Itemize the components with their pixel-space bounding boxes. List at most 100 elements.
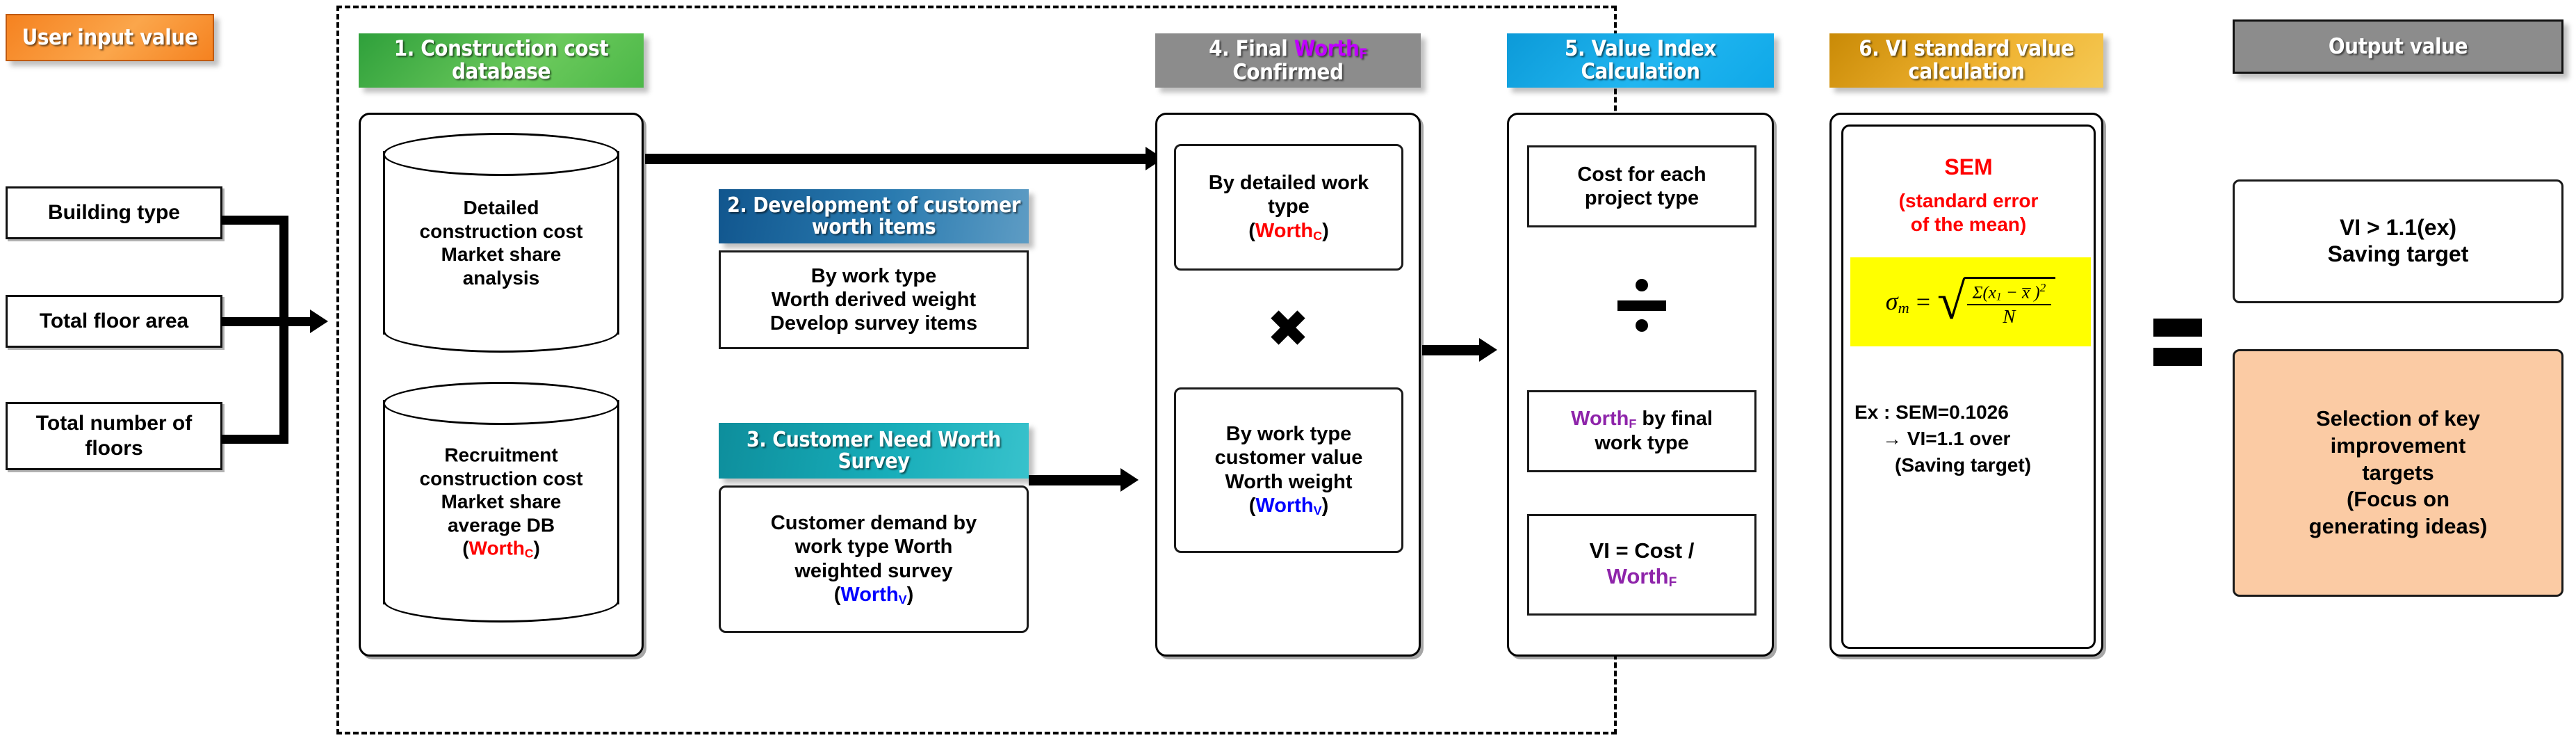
- divide-bar: [1617, 300, 1666, 311]
- stage-5-body: Cost for each project type WorthF by fin…: [1507, 113, 1774, 657]
- input-field-total-floor-area[interactable]: Total floor area: [6, 295, 222, 348]
- stage-2-header-label: 2. Development of customer worth items: [727, 193, 1020, 239]
- user-input-header: User input value: [6, 14, 214, 61]
- stage-3-line-1: Customer demand by: [770, 512, 977, 535]
- equals-symbol: =: [1916, 288, 1930, 316]
- stage-6-inner-frame: SEM (standard error of the mean) σm = √ …: [1841, 124, 2096, 649]
- fraction-denominator: N: [2003, 306, 2016, 328]
- output-target-line5: generating ideas): [2308, 514, 2488, 539]
- divide-dot-bottom: [1636, 319, 1648, 332]
- cylinder-top-ellipse: [383, 133, 619, 176]
- stage-1-body: Detailed construction cost Market share …: [359, 113, 644, 657]
- stage-3-body: Customer demand by work type Worth weigh…: [719, 485, 1029, 633]
- worth-v-label: Worth: [840, 583, 899, 606]
- cylinder-body: [383, 151, 619, 335]
- arrow-db-to-stage4-line: [645, 154, 1152, 164]
- arrow-stage4-to-stage5-line: [1422, 345, 1485, 355]
- stage-2-header: 2. Development of customer worth items: [719, 189, 1029, 243]
- radical-symbol: √: [1937, 273, 1966, 330]
- worth-v-subscript: V: [898, 592, 907, 607]
- equals-bar-top: [2153, 319, 2202, 337]
- stage-4-worth-subscript: F: [1359, 45, 1368, 62]
- stage-4-box-detailed-work-type: By detailed work type (WorthC): [1174, 144, 1403, 271]
- stage-2-line-3: Develop survey items: [769, 312, 978, 335]
- stage-3-line-3: weighted survey: [794, 559, 953, 582]
- input-field-total-number-of-floors[interactable]: Total number of floors: [6, 402, 222, 470]
- square-root: √ Σ(x1 − x̅ )2 N: [1937, 273, 2056, 330]
- database-recruitment-cost-label: Recruitment construction cost Market sha…: [387, 443, 615, 561]
- input-bracket-mid: [221, 317, 311, 326]
- stage-4-box2-line2: customer value: [1214, 447, 1363, 469]
- output-target-line3: targets: [2362, 460, 2434, 485]
- cylinder-top-ellipse: [383, 382, 619, 425]
- input-label-total-number-of-floors: Total number of floors: [35, 412, 193, 460]
- stage-4-worth-label: Worth: [1294, 35, 1360, 61]
- sem-example-line2: → VI=1.1 over: [1882, 427, 2011, 449]
- arrow-stage3-to-stage4-line: [1029, 475, 1127, 485]
- input-bracket-spine: [279, 216, 288, 444]
- stage-5-worth-line2: work type: [1595, 432, 1689, 455]
- arrow-stage3-to-stage4-head: [1120, 468, 1139, 492]
- worth-v-tag: (WorthV): [1248, 494, 1329, 517]
- stage-5-cost-line1: Cost for each: [1577, 163, 1706, 186]
- stage-4-body: By detailed work type (WorthC) ✖ By work…: [1155, 113, 1421, 657]
- stage-6-header-label: 6. VI standard value calculation: [1859, 36, 2074, 84]
- worth-c-label: Worth: [468, 537, 525, 559]
- sem-subtitle: (standard error of the mean): [1843, 184, 2094, 242]
- stage-6-body: SEM (standard error of the mean) σm = √ …: [1829, 113, 2103, 657]
- stage-1-header-label: 1. Construction cost database: [393, 36, 609, 84]
- multiply-icon: ✖: [1266, 299, 1310, 359]
- worth-c-subscript: C: [524, 546, 534, 561]
- user-input-header-label: User input value: [22, 24, 198, 50]
- stage-4-box2-line3: Worth weight: [1225, 470, 1353, 493]
- divide-icon: [1617, 279, 1666, 332]
- stage-5-header: 5. Value Index Calculation: [1507, 33, 1774, 88]
- sem-subtitle-line2: of the mean): [1910, 214, 2027, 235]
- equals-bar-bottom: [2153, 348, 2202, 366]
- worth-c-tag: (WorthC): [462, 537, 540, 561]
- stage-3-header: 3. Customer Need Worth Survey: [719, 423, 1029, 479]
- fraction: Σ(x1 − x̅ )2 N: [1966, 282, 2052, 328]
- stage-1-header: 1. Construction cost database: [359, 33, 644, 88]
- stage-5-worth-line1: WorthF by final: [1571, 408, 1713, 431]
- output-result-line2: Saving target: [2327, 241, 2469, 266]
- divide-dot-top: [1636, 279, 1648, 291]
- database-detailed-cost: Detailed construction cost Market share …: [383, 133, 619, 353]
- input-bracket-bottom: [221, 435, 288, 444]
- input-label-building-type: Building type: [48, 201, 180, 224]
- sem-example-line3: (Saving target): [1895, 453, 2032, 476]
- stage-5-vi-line1: VI = Cost /: [1589, 538, 1695, 563]
- sem-formula-box: σm = √ Σ(x1 − x̅ )2 N: [1850, 257, 2091, 346]
- stage-5-box-vi-formula: VI = Cost / WorthF: [1527, 514, 1756, 616]
- database-recruitment-cost: Recruitment construction cost Market sha…: [383, 382, 619, 622]
- input-label-total-floor-area: Total floor area: [39, 310, 189, 332]
- stage-5-header-label: 5. Value Index Calculation: [1565, 36, 1716, 84]
- stage-4-box1-line2: type: [1268, 195, 1310, 218]
- stage-4-header: 4. Final WorthF Confirmed: [1155, 33, 1421, 88]
- stage-6-header: 6. VI standard value calculation: [1829, 33, 2103, 88]
- output-target-line1: Selection of key: [2315, 406, 2481, 431]
- stage-4-box2-line1: By work type: [1225, 423, 1352, 446]
- stage-4-header-label: 4. Final WorthF Confirmed: [1209, 35, 1368, 85]
- worth-v-tag: (WorthV): [833, 583, 914, 607]
- arrow-stage4-to-stage5-head: [1479, 338, 1497, 362]
- output-header-label: Output value: [2328, 33, 2468, 59]
- output-result-box: VI > 1.1(ex) Saving target: [2233, 179, 2563, 303]
- output-target-line2: improvement: [2330, 433, 2466, 458]
- stage-4-box1-line1: By detailed work: [1208, 172, 1369, 195]
- sigma-symbol: σm: [1885, 287, 1909, 316]
- output-header: Output value: [2233, 19, 2563, 74]
- stage-4-box-work-type-customer-value: By work type customer value Worth weight…: [1174, 387, 1403, 553]
- cylinder-body: [383, 400, 619, 604]
- stage-5-box-worth-final: WorthF by final work type: [1527, 390, 1756, 472]
- input-field-building-type[interactable]: Building type: [6, 186, 222, 239]
- sem-example: Ex : SEM=0.1026 → VI=1.1 over (Saving ta…: [1854, 399, 2091, 478]
- output-result-line1: VI > 1.1(ex): [2339, 215, 2457, 241]
- output-target-box: Selection of key improvement targets (Fo…: [2233, 349, 2563, 597]
- stage-2-body: By work type Worth derived weight Develo…: [719, 250, 1029, 349]
- database-detailed-cost-label: Detailed construction cost Market share …: [419, 196, 583, 289]
- sem-example-line1: Ex : SEM=0.1026: [1854, 401, 2009, 423]
- sem-title: SEM: [1944, 154, 1993, 179]
- stage-2-line-1: By work type: [810, 264, 937, 287]
- input-to-database-arrowhead: [310, 310, 328, 333]
